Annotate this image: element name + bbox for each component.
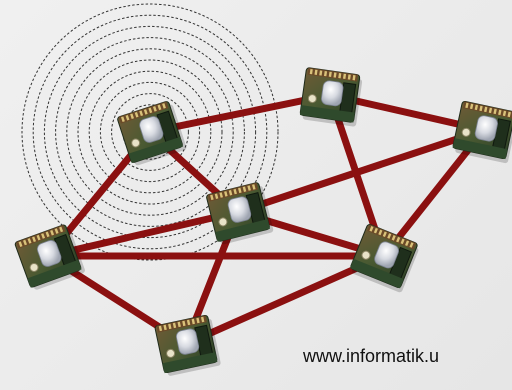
radio-range-ring: [77, 59, 223, 205]
radio-range-ring: [55, 37, 245, 227]
connector-strip: [118, 101, 169, 124]
sensor-node: [206, 182, 274, 245]
radio-range-ring: [43, 25, 257, 239]
sensor-node: [14, 224, 85, 290]
motion-sensor-dome: [36, 240, 62, 267]
network-link: [44, 208, 242, 260]
motion-sensor-dome: [474, 115, 498, 142]
capacitor: [307, 94, 317, 104]
capacitor: [166, 348, 176, 358]
motion-sensor-dome: [139, 116, 164, 143]
capacitor: [218, 217, 228, 227]
motion-sensor-dome: [374, 241, 399, 269]
radio-range-ring: [21, 3, 279, 261]
capacitor: [461, 127, 471, 137]
sensor-node: [452, 100, 512, 164]
sensor-node: [349, 224, 419, 293]
website-url-caption: www.informatik.u: [303, 346, 440, 366]
radio-range-rings: [21, 3, 279, 261]
motion-sensor-dome: [227, 196, 252, 223]
radio-range-ring: [111, 93, 189, 171]
sensor-nodes: [14, 67, 512, 376]
radio-range-ring: [99, 81, 201, 183]
radio-range-ring: [66, 48, 234, 216]
capacitor: [131, 138, 141, 148]
capacitor: [361, 250, 371, 260]
network-link: [234, 126, 488, 216]
connector-strip: [367, 224, 417, 250]
network-link: [146, 91, 334, 136]
sensor-node: [117, 101, 187, 166]
sensor-node: [299, 67, 363, 127]
network-link: [182, 252, 388, 348]
radio-range-ring: [32, 14, 268, 250]
motion-sensor-dome: [175, 328, 200, 355]
connector-strip: [16, 224, 66, 249]
sensor-node: [154, 314, 221, 376]
motion-sensor-dome: [321, 80, 344, 107]
capacitor: [29, 262, 39, 272]
radio-range-ring: [88, 70, 212, 194]
